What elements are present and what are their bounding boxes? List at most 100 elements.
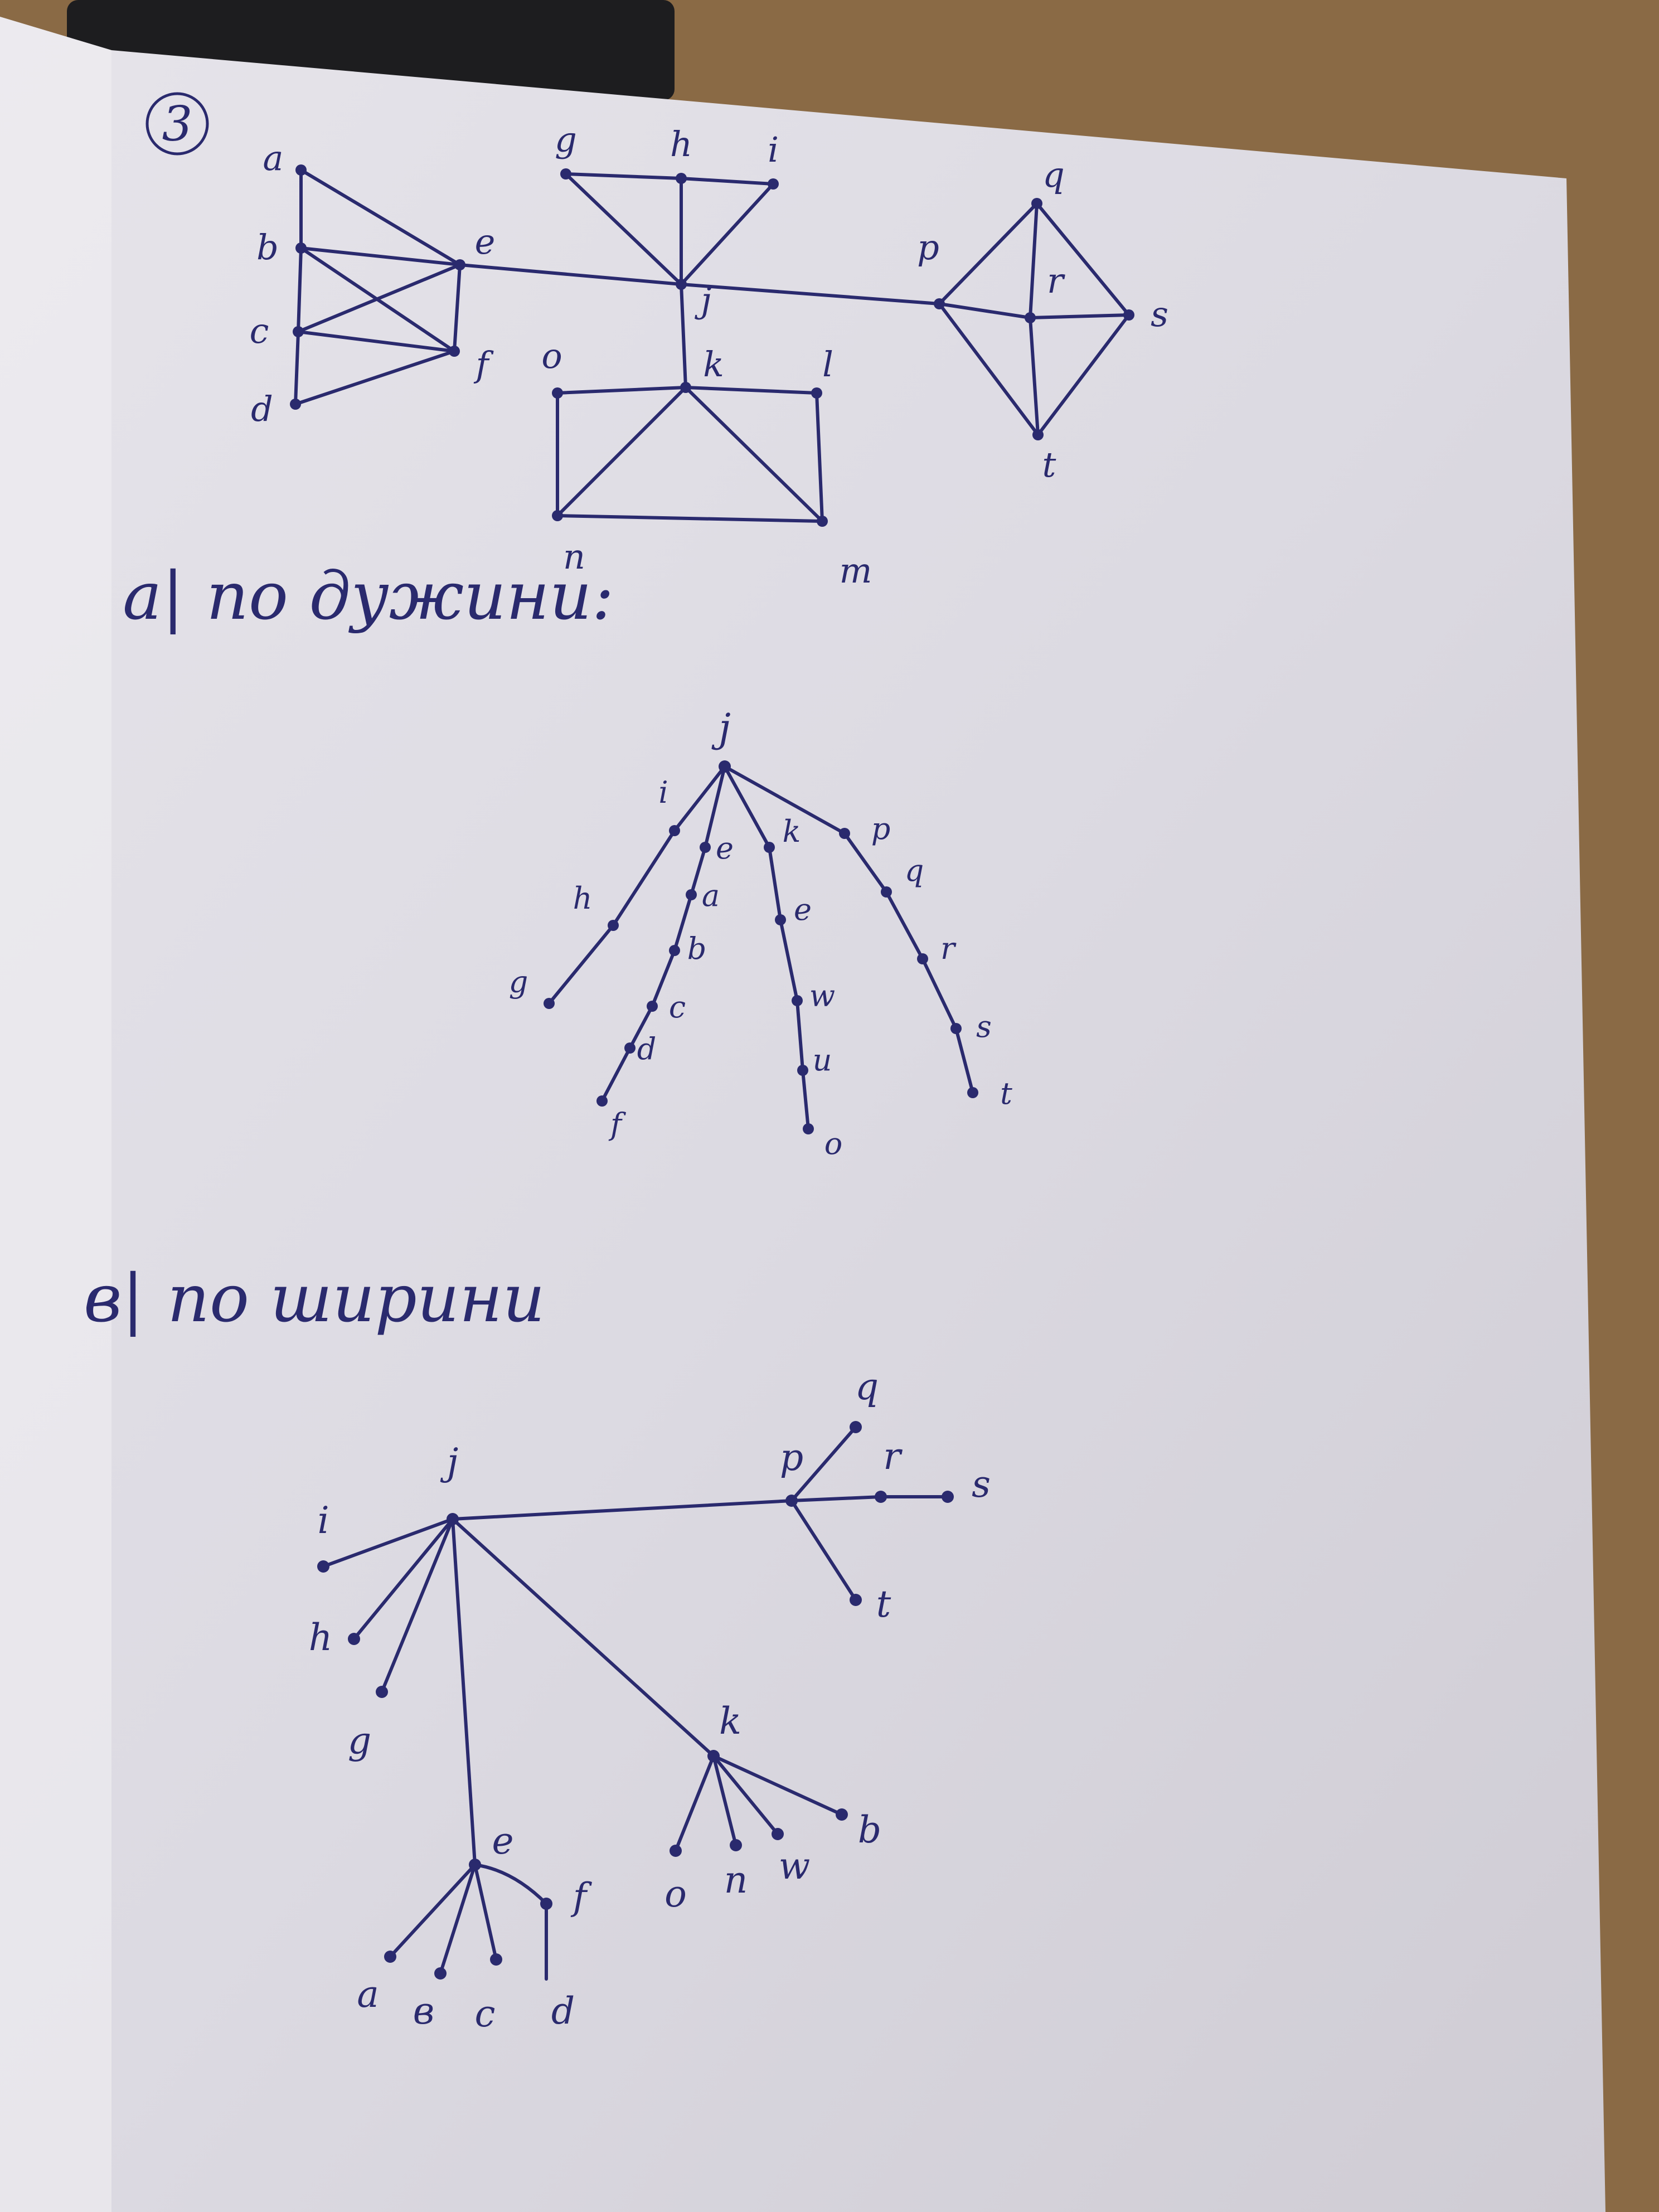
graph-edge-p-q	[938, 202, 1039, 305]
dfs-node-label-1-5: f	[608, 1107, 626, 1142]
dfs-node-3-0	[839, 828, 850, 839]
bfs-edge-k-w	[712, 1754, 779, 1836]
graph-edge-k-o	[556, 386, 687, 395]
dfs-edge-1-4	[628, 1005, 654, 1050]
dfs-node-label-0-0: i	[658, 775, 668, 810]
dfs-node-2-3	[797, 1065, 808, 1076]
bfs-edge-p-t	[790, 1499, 857, 1602]
graph-node-a	[295, 164, 307, 176]
dfs-node-label-1-0: e	[716, 831, 734, 866]
dfs-edge-3-4	[954, 1027, 974, 1094]
bfs-edge-j-i	[322, 1517, 454, 1568]
graph-node-label-i: i	[768, 129, 779, 170]
graph-edge-k-l	[684, 386, 818, 395]
dfs-node-label-3-1: q	[905, 853, 924, 888]
bfs-node-e-f	[540, 1898, 552, 1910]
bfs-node-label-e-f: f	[570, 1875, 593, 1918]
graph-node-c	[293, 326, 304, 337]
section-b-marker: в|	[84, 1260, 144, 1337]
dfs-node-label-2-4: o	[824, 1126, 843, 1161]
problem-number-text: 3	[162, 96, 193, 152]
bfs-node-k-w	[772, 1828, 784, 1840]
bfs-node-label-p-t: t	[876, 1583, 891, 1626]
graph-edge-e-j	[458, 263, 683, 286]
graph-node-label-s: s	[1151, 294, 1168, 334]
dfs-node-label-1-3: c	[669, 989, 686, 1025]
graph-edge-r-t	[1029, 316, 1040, 436]
graph-node-i	[768, 178, 779, 190]
graph-node-label-a: a	[263, 138, 284, 178]
dfs-node-label-2-0: k	[783, 814, 801, 849]
dfs-edge-1-1	[690, 846, 707, 896]
graph-edge-b-c	[297, 246, 303, 333]
graph-node-m	[817, 516, 828, 527]
dfs-edge-0-1	[612, 829, 676, 927]
bfs-node-p-t	[850, 1594, 862, 1606]
graph-edge-c-e	[297, 263, 462, 333]
graph-edge-r-s	[1029, 313, 1131, 319]
dfs-edge-2-4	[801, 1069, 810, 1131]
dfs-node-0-0	[669, 825, 680, 836]
graph-node-label-r: r	[1047, 260, 1065, 301]
bfs-node-label-k-n: n	[724, 1859, 748, 1901]
bfs-node-label-e-b: в	[413, 1990, 434, 2032]
graph-edge-g-h	[564, 172, 683, 180]
graph-node-n	[552, 510, 563, 521]
dfs-edge-3-0	[723, 765, 846, 835]
section-a-text: по дужини:	[206, 557, 614, 634]
graph-edge-c-f	[297, 330, 456, 353]
graph-edge-b-e	[299, 246, 462, 266]
dfs-edge-2-0	[723, 765, 771, 849]
dfs-node-1-3	[647, 1001, 658, 1012]
bfs-node-label-p-r: r	[883, 1435, 903, 1478]
graph-node-label-g: g	[555, 119, 577, 160]
graph-edge-s-t	[1036, 313, 1131, 436]
bfs-node-e-b	[434, 1967, 447, 1980]
bfs-node-p-r	[875, 1491, 887, 1503]
bfs-node-k-o	[670, 1845, 682, 1857]
bfs-node-j	[447, 1513, 459, 1525]
dfs-edge-1-3	[651, 949, 676, 1008]
dfs-node-3-4	[967, 1087, 978, 1098]
dfs-node-label-1-4: d	[637, 1031, 657, 1066]
bfs-node-label-j-h: h	[309, 1616, 333, 1659]
dfs-node-1-0	[700, 842, 711, 853]
bfs-edge-k-b	[712, 1754, 843, 1816]
graph-node-k	[680, 382, 691, 393]
graph-node-label-k: k	[703, 344, 724, 385]
bfs-node-j-h	[348, 1633, 360, 1645]
dfs-node-label-1-1: a	[702, 878, 720, 913]
dfs-node-label-3-2: r	[940, 931, 957, 966]
dfs-node-2-0	[764, 842, 775, 853]
bfs-node-label-p-q: q	[855, 1365, 879, 1408]
bfs-node-k	[707, 1750, 720, 1762]
bfs-node-p-s	[942, 1491, 954, 1503]
graph-node-label-e: e	[475, 221, 496, 262]
dfs-edge-0-2	[547, 924, 615, 1005]
graph-edge-j-k	[680, 283, 687, 389]
dfs-node-label-2-3: u	[813, 1042, 832, 1078]
graph-node-label-l: l	[822, 344, 833, 385]
graph-edge-g-j	[564, 172, 683, 286]
dfs-node-label-3-3: s	[976, 1009, 992, 1044]
problem-number: 3	[145, 92, 209, 156]
bfs-node-k-b	[836, 1808, 848, 1821]
bfs-node-k-n	[730, 1839, 742, 1851]
graph-node-g	[560, 168, 571, 180]
graph-edge-j-p	[680, 283, 941, 305]
bfs-node-label-d: d	[551, 1990, 575, 2032]
dfs-edge-1-5	[600, 1046, 632, 1103]
bfs-edge-j-k	[451, 1517, 715, 1758]
graph-edge-a-e	[299, 168, 462, 266]
dfs-edge-1-2	[673, 893, 693, 952]
dfs-node-3-1	[881, 886, 892, 898]
bfs-node-label-k-o: o	[664, 1873, 687, 1915]
dfs-edge-3-2	[885, 890, 924, 961]
bfs-tree-edges	[322, 1425, 949, 1981]
bfs-node-label-j-g: g	[348, 1719, 371, 1762]
graph-edge-p-t	[938, 302, 1040, 436]
